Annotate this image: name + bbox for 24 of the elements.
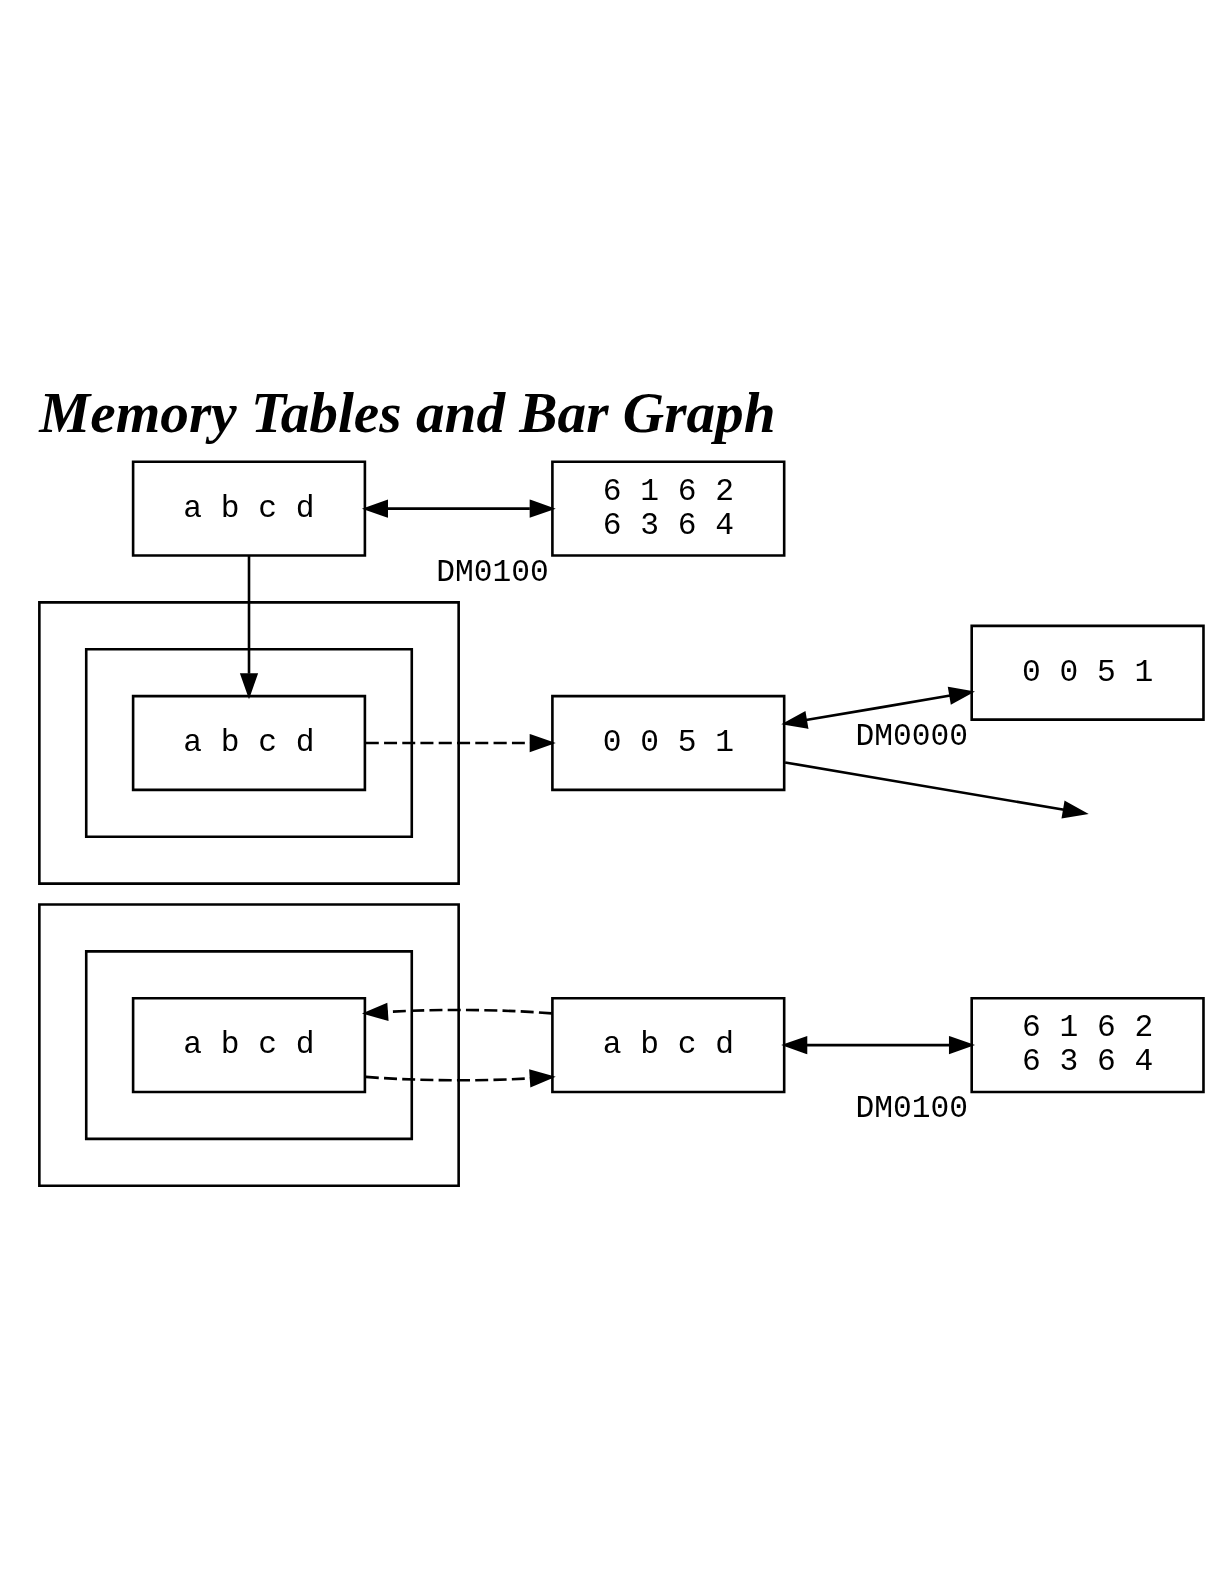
arrow [365, 1068, 556, 1087]
node-box: 6 1 6 2 6 3 6 4 [970, 996, 1205, 1093]
diagram-title: Memory Tables and Bar Graph [39, 380, 776, 444]
cluster [38, 600, 460, 885]
arrow [361, 499, 556, 518]
node-box: a b c d [551, 996, 786, 1093]
node-box: 0 0 5 1 [970, 624, 1205, 721]
arrow [781, 1035, 976, 1054]
arrow [365, 733, 556, 752]
node-label: DM0100 [855, 1090, 969, 1126]
arrow [784, 760, 1089, 819]
node-box: a b c d [131, 459, 367, 557]
node-box: a b c d [131, 996, 367, 1093]
cluster [84, 949, 414, 1140]
node-label: DM0100 [436, 554, 549, 590]
arrow [239, 555, 259, 699]
node-label: DM0000 [855, 718, 969, 754]
node-box: a b c d [131, 694, 367, 791]
arrow [361, 1002, 552, 1021]
node-box: 6 1 6 2 6 3 6 4 [551, 459, 786, 557]
node-box: 0 0 5 1 [551, 694, 786, 791]
cluster [38, 902, 460, 1187]
cluster [84, 647, 414, 838]
arrow [781, 686, 975, 729]
